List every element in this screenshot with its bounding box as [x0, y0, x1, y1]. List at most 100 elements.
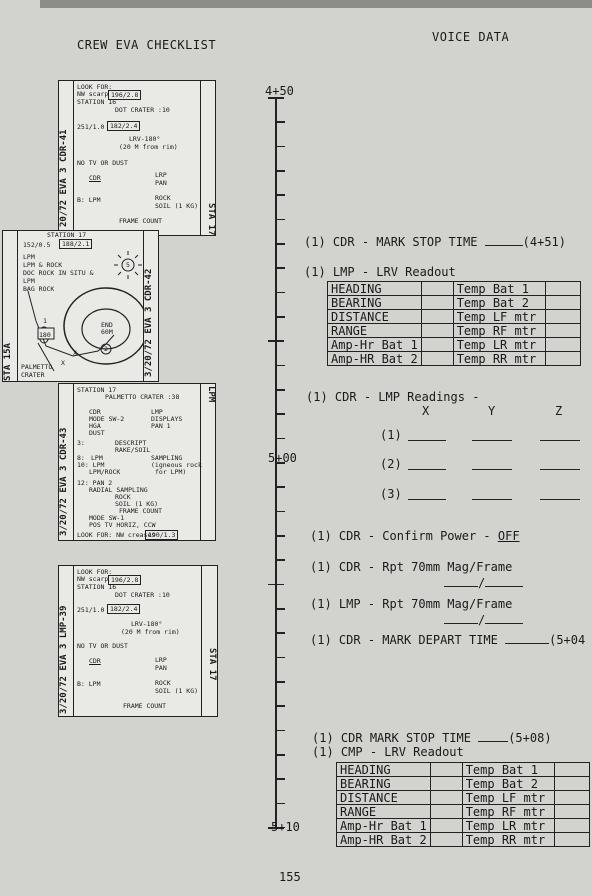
crater-label: PALMETTO CRATER :38 — [105, 393, 180, 401]
time-label-end: 5+10 — [271, 820, 300, 834]
temp-value[interactable] — [544, 337, 581, 352]
temp-value[interactable] — [544, 323, 581, 338]
temp-label: Temp RF mtr — [452, 323, 546, 338]
frame-blank[interactable] — [485, 623, 524, 624]
call-text: CDR - MARK DEPART TIME — [338, 633, 498, 647]
lpm-rock-label: LPM & ROCK — [23, 261, 63, 269]
entry-blank[interactable] — [505, 643, 550, 644]
timeline-tick — [277, 705, 285, 707]
temp-label: Temp Bat 1 — [452, 281, 546, 296]
temp-value[interactable] — [553, 762, 590, 777]
look-for-label: LOOK FOR: — [77, 568, 113, 576]
crater-label: DOT CRATER :10 — [115, 591, 170, 599]
temp-value[interactable] — [553, 776, 590, 791]
lmp-readings: (1) CDR - LMP Readings - — [306, 390, 479, 404]
card-margin-line — [143, 231, 144, 381]
readout-value[interactable] — [429, 832, 463, 847]
mode-label-2: MODE SW-1 — [89, 514, 125, 522]
entry-blank[interactable] — [484, 245, 523, 246]
readout-value[interactable] — [429, 804, 463, 819]
mag-frame-entry-1[interactable]: / — [444, 576, 524, 590]
card-margin-line — [73, 81, 74, 235]
readout-value[interactable] — [420, 323, 454, 338]
frame-blank[interactable] — [485, 586, 524, 587]
timeline-tick — [277, 754, 285, 756]
temp-value[interactable] — [553, 818, 590, 833]
temp-label: Temp Bat 1 — [461, 762, 555, 777]
readout-value[interactable] — [420, 351, 454, 366]
reading-blank[interactable] — [540, 499, 580, 500]
temp-value[interactable] — [553, 804, 590, 819]
readout-value[interactable] — [429, 790, 463, 805]
temp-value[interactable] — [553, 832, 590, 847]
pan-label: PAN — [155, 179, 167, 187]
mark-stop-time: (1) CDR - MARK STOP TIME (4+51) — [304, 235, 566, 249]
mag-frame-entry-2[interactable]: / — [444, 613, 524, 627]
readout-value[interactable] — [420, 295, 454, 310]
bag-rock-label: BAG ROCK — [23, 285, 55, 293]
readout-value[interactable] — [429, 818, 463, 833]
reading-blank[interactable] — [540, 469, 580, 470]
reading-blank[interactable] — [408, 440, 446, 441]
reading-blank[interactable] — [408, 469, 446, 470]
temp-value[interactable] — [544, 281, 581, 296]
lmp-label: LMP — [151, 408, 163, 416]
readout-value[interactable] — [429, 776, 463, 791]
readout-value[interactable] — [420, 337, 454, 352]
confirm-power: (1) CDR - Confirm Power - OFF — [310, 529, 520, 543]
step-10: 10: LPM — [77, 461, 105, 469]
reading-blank[interactable] — [472, 440, 512, 441]
card-side-label: STA 17 — [207, 648, 217, 681]
call-number: (1) — [310, 597, 332, 611]
timeline-tick — [277, 364, 285, 367]
temp-value[interactable] — [544, 295, 581, 310]
mag-blank[interactable] — [444, 586, 478, 587]
reading-blank[interactable] — [540, 440, 580, 441]
temp-label: Temp LF mtr — [452, 309, 546, 324]
mode-label: MODE SW-2 — [89, 415, 125, 423]
call-text: LMP - LRV Readout — [332, 265, 456, 279]
reading-blank[interactable] — [472, 499, 512, 500]
reading-blank[interactable] — [472, 469, 512, 470]
temp-label: Temp RF mtr — [461, 804, 555, 819]
temp-label: Temp RR mtr — [461, 832, 555, 847]
time-label-start: 4+50 — [265, 84, 294, 98]
station-label: STATION 17 — [77, 386, 117, 394]
readout-value[interactable] — [429, 762, 463, 777]
entry-blank[interactable] — [478, 741, 509, 742]
lpm-label: LPM — [23, 253, 35, 261]
slash: / — [478, 576, 486, 590]
temp-value[interactable] — [544, 351, 581, 366]
frame-count: FRAME COUNT — [119, 217, 163, 225]
rpt-mag-frame-lmp: (1) LMP - Rpt 70mm Mag/Frame — [310, 597, 512, 611]
temp-label: Temp RR mtr — [452, 351, 546, 366]
rim-note: (20 M from rim) — [121, 628, 180, 636]
reading-blank[interactable] — [408, 499, 446, 500]
stop-5: 5 — [126, 261, 130, 269]
call-number: (1) — [310, 633, 332, 647]
scarp-label: NW scarp — [77, 90, 109, 98]
readout-value[interactable] — [420, 309, 454, 324]
pos-tv-label: POS TV HORIZ, CCW — [89, 521, 156, 529]
temp-value[interactable] — [553, 790, 590, 805]
stop-1: 1 — [43, 317, 47, 325]
temp-value[interactable] — [544, 309, 581, 324]
call-number: (1) — [306, 390, 328, 404]
card-side-label: 20/72 EVA 3 CDR-41 — [59, 129, 69, 227]
page-top-edge — [40, 0, 592, 8]
call-text: CMP - LRV Readout — [340, 745, 464, 759]
mag-blank[interactable] — [444, 623, 478, 624]
lrv-heading: LRV-180° — [129, 135, 161, 143]
look-for-label: LOOK FOR: — [77, 83, 113, 91]
coord-box: 182/2.4 — [107, 121, 141, 131]
readout-value[interactable] — [420, 281, 454, 296]
timeline-axis — [275, 97, 277, 827]
